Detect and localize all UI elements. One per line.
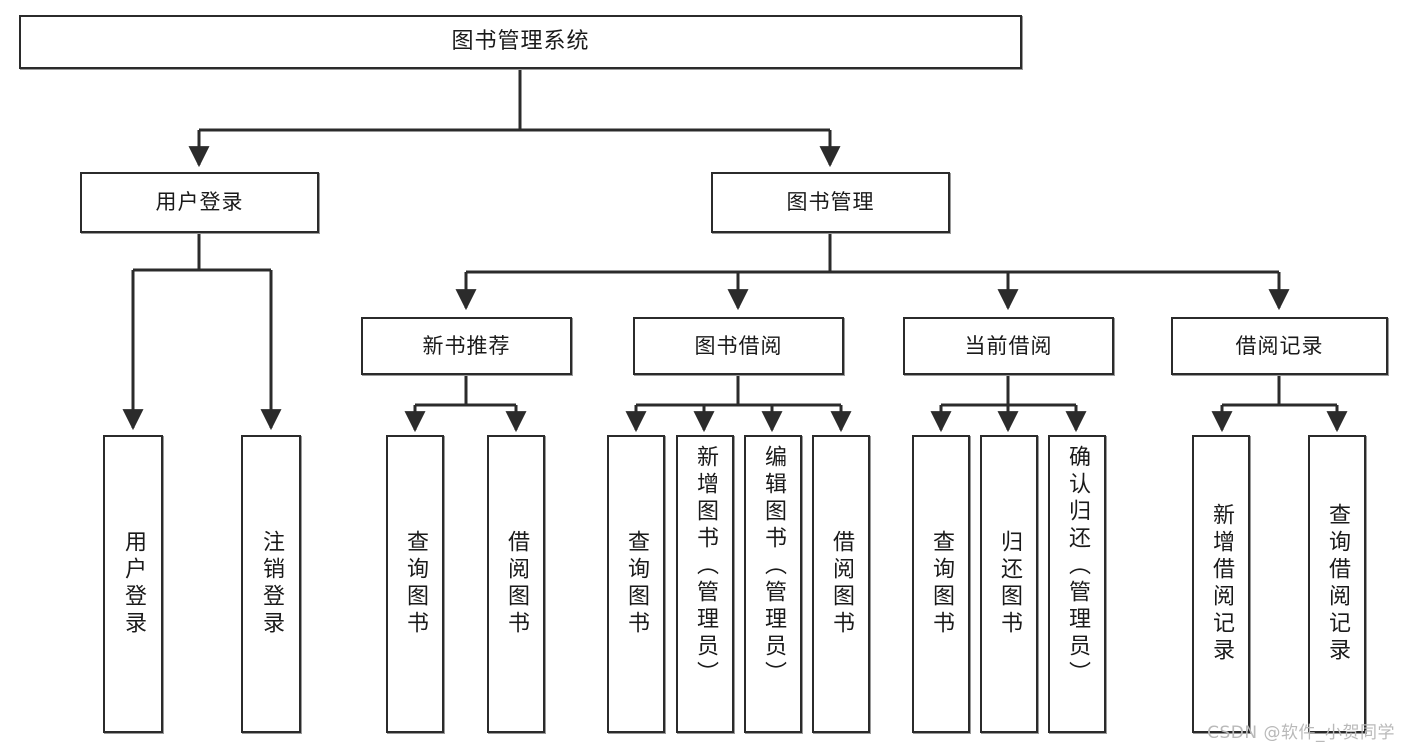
node-current-borrow-label: 当前借阅 bbox=[964, 333, 1053, 358]
node-leaf-query-book-3-label: 查询图书 bbox=[929, 530, 954, 638]
node-leaf-query-book-1-label: 查询图书 bbox=[403, 530, 428, 638]
node-current-borrow[interactable]: 当前借阅 bbox=[903, 317, 1114, 375]
node-leaf-query-book-3[interactable]: 查询图书 bbox=[912, 435, 970, 733]
node-user-login[interactable]: 用户登录 bbox=[80, 172, 319, 233]
node-leaf-borrow-book-1-label: 借阅图书 bbox=[504, 530, 529, 638]
node-leaf-return-book-label: 归还图书 bbox=[997, 530, 1022, 638]
node-leaf-logout[interactable]: 注销登录 bbox=[241, 435, 301, 733]
node-leaf-query-book-2[interactable]: 查询图书 bbox=[607, 435, 665, 733]
node-leaf-add-record-label: 新增借阅记录 bbox=[1209, 503, 1234, 665]
node-leaf-query-book-1[interactable]: 查询图书 bbox=[386, 435, 444, 733]
node-leaf-query-record-label: 查询借阅记录 bbox=[1325, 503, 1350, 665]
node-leaf-add-record[interactable]: 新增借阅记录 bbox=[1192, 435, 1250, 733]
node-leaf-return-book[interactable]: 归还图书 bbox=[980, 435, 1038, 733]
node-leaf-user-login-label: 用户登录 bbox=[121, 530, 146, 638]
node-leaf-borrow-book-2-label: 借阅图书 bbox=[829, 530, 854, 638]
node-leaf-confirm-return-label: 确认归还（管理员） bbox=[1065, 445, 1090, 688]
node-leaf-query-book-2-label: 查询图书 bbox=[624, 530, 649, 638]
node-root-label: 图书管理系统 bbox=[451, 29, 590, 55]
node-borrow-record-label: 借阅记录 bbox=[1235, 333, 1324, 358]
node-book-manage[interactable]: 图书管理 bbox=[711, 172, 950, 233]
node-book-borrow[interactable]: 图书借阅 bbox=[633, 317, 844, 375]
node-leaf-borrow-book-1[interactable]: 借阅图书 bbox=[487, 435, 545, 733]
node-new-book-recommend-label: 新书推荐 bbox=[422, 333, 511, 358]
node-leaf-query-record[interactable]: 查询借阅记录 bbox=[1308, 435, 1366, 733]
node-leaf-logout-label: 注销登录 bbox=[259, 530, 284, 638]
node-leaf-edit-book-label: 编辑图书（管理员） bbox=[761, 445, 786, 688]
node-root[interactable]: 图书管理系统 bbox=[19, 15, 1022, 69]
node-leaf-add-book-label: 新增图书（管理员） bbox=[693, 445, 718, 688]
node-book-borrow-label: 图书借阅 bbox=[694, 333, 783, 358]
node-leaf-borrow-book-2[interactable]: 借阅图书 bbox=[812, 435, 870, 733]
node-leaf-edit-book[interactable]: 编辑图书（管理员） bbox=[744, 435, 802, 733]
watermark: CSDN @软件_小贺同学 bbox=[1207, 723, 1395, 743]
node-leaf-confirm-return[interactable]: 确认归还（管理员） bbox=[1048, 435, 1106, 733]
node-book-manage-label: 图书管理 bbox=[786, 190, 875, 215]
node-leaf-add-book[interactable]: 新增图书（管理员） bbox=[676, 435, 734, 733]
node-leaf-user-login[interactable]: 用户登录 bbox=[103, 435, 163, 733]
node-user-login-label: 用户登录 bbox=[155, 190, 244, 215]
node-new-book-recommend[interactable]: 新书推荐 bbox=[361, 317, 572, 375]
node-borrow-record[interactable]: 借阅记录 bbox=[1171, 317, 1388, 375]
